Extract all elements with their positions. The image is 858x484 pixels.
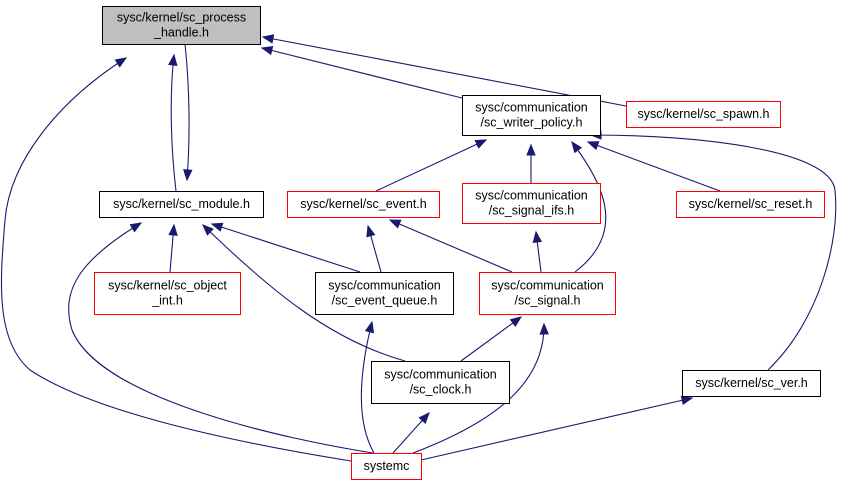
node-label-object_int-line-1: _int.h [151,294,183,308]
node-box-signal [479,272,616,315]
node-box-spawn [626,101,781,128]
edge-reset-to-writer_policy [587,141,721,192]
edge-spawn-to-process_handle [262,36,627,107]
arrowhead-clock-to-signal [509,316,523,328]
node-clock[interactable]: sysc/communication/sc_clock.h [371,361,510,404]
node-box-clock [371,361,510,404]
node-box-writer_policy [462,95,601,136]
node-box-ver [682,370,821,397]
node-label-process_handle-line-0: sysc/kernel/sc_process [117,11,246,25]
edge-event-to-writer_policy [375,139,487,192]
edge-signal-to-event [389,219,513,273]
arrowhead-signal_ifs-to-writer_policy [526,143,536,156]
arrowhead-signal-to-event [388,219,402,229]
node-box-event_queue [315,272,454,315]
edge-module-to-process_handle [170,54,177,192]
arrowhead-systemc-to-signal [539,322,549,335]
edges-layer [0,34,837,462]
arrowhead-reset-to-writer_policy [586,141,600,151]
arrowhead-writer_policy-to-process_handle [260,45,274,56]
node-label-writer_policy-line-1: /sc_writer_policy.h [481,116,583,130]
node-box-module [99,191,264,218]
node-label-clock-line-1: /sc_clock.h [410,383,472,397]
arrowhead-systemc-to-clock [418,411,430,424]
node-systemc[interactable]: systemc [351,453,422,480]
edge-systemc-to-event_queue [360,321,375,454]
edge-writer_policy-to-process_handle [261,47,463,99]
node-box-event [287,191,440,218]
nodes-layer: sysc/kernel/sc_process_handle.h sysc/comm… [94,6,825,480]
node-label-signal-line-1: /sc_signal.h [514,294,580,308]
node-box-systemc [351,453,422,480]
arrowhead-systemc-to-process_handle [114,57,128,68]
arrowhead-signal-to-signal_ifs [532,230,543,244]
node-writer_policy[interactable]: sysc/communication/sc_writer_policy.h [462,95,601,136]
node-event[interactable]: sysc/kernel/sc_event.h [287,191,440,218]
node-label-module-line-0: sysc/kernel/sc_module.h [113,197,250,211]
node-module[interactable]: sysc/kernel/sc_module.h [99,191,264,218]
arrowhead-systemc-to-module [129,222,143,233]
node-label-signal_ifs-line-0: sysc/communication [475,189,588,203]
node-label-object_int-line-0: sysc/kernel/sc_object [108,279,227,293]
node-label-systemc-line-0: systemc [364,459,410,473]
edge-systemc-to-process_handle [0,57,352,462]
node-box-object_int [94,272,241,315]
arrowhead-object_int-to-module [168,223,178,236]
node-signal_ifs[interactable]: sysc/communication/sc_signal_ifs.h [462,183,601,224]
arrowhead-systemc-to-ver [680,395,694,405]
edge-signal-to-writer_policy [571,141,607,273]
node-object_int[interactable]: sysc/kernel/sc_object_int.h [94,272,241,315]
node-spawn[interactable]: sysc/kernel/sc_spawn.h [626,101,781,128]
edge-process_handle-to-module [184,43,190,181]
node-event_queue[interactable]: sysc/communication/sc_event_queue.h [315,272,454,315]
node-label-writer_policy-line-0: sysc/communication [475,101,588,115]
node-label-clock-line-0: sysc/communication [384,368,497,382]
arrowhead-event-to-writer_policy [474,139,488,149]
arrowhead-event_queue-to-event [366,224,376,238]
arrowhead-systemc-to-event_queue [364,320,375,334]
edge-clock-to-signal [460,316,522,362]
arrowhead-event_queue-to-module [210,222,224,232]
node-label-signal_ifs-line-1: /sc_signal_ifs.h [489,204,575,218]
node-label-ver-line-0: sysc/kernel/sc_ver.h [695,376,808,390]
node-box-reset [676,191,825,218]
node-label-reset-line-0: sysc/kernel/sc_reset.h [689,197,813,211]
arrowhead-module-to-process_handle [168,53,178,66]
arrowhead-process_handle-to-module [183,169,193,182]
node-label-spawn-line-0: sysc/kernel/sc_spawn.h [637,107,769,121]
node-label-event-line-0: sysc/kernel/sc_event.h [300,197,426,211]
node-label-event_queue-line-1: /sc_event_queue.h [332,294,438,308]
node-process_handle[interactable]: sysc/kernel/sc_process_handle.h [102,6,261,45]
node-signal[interactable]: sysc/communication/sc_signal.h [479,272,616,315]
edge-ver-to-writer_policy [590,134,837,371]
edge-event_queue-to-module [211,223,361,273]
node-ver[interactable]: sysc/kernel/sc_ver.h [682,370,821,397]
arrowhead-signal-to-writer_policy [571,140,583,154]
node-box-process_handle [102,6,261,45]
node-reset[interactable]: sysc/kernel/sc_reset.h [676,191,825,218]
edge-systemc-to-ver [420,397,693,461]
node-label-process_handle-line-1: _handle.h [153,26,209,40]
edge-systemc-to-module [68,222,374,454]
arrowhead-spawn-to-process_handle [261,34,275,44]
edge-clock-to-module [202,224,406,362]
arrowhead-clock-to-module [202,224,214,236]
edge-systemc-to-signal [412,323,545,454]
node-box-signal_ifs [462,183,601,224]
node-label-signal-line-0: sysc/communication [491,279,604,293]
node-label-event_queue-line-0: sysc/communication [328,279,441,293]
